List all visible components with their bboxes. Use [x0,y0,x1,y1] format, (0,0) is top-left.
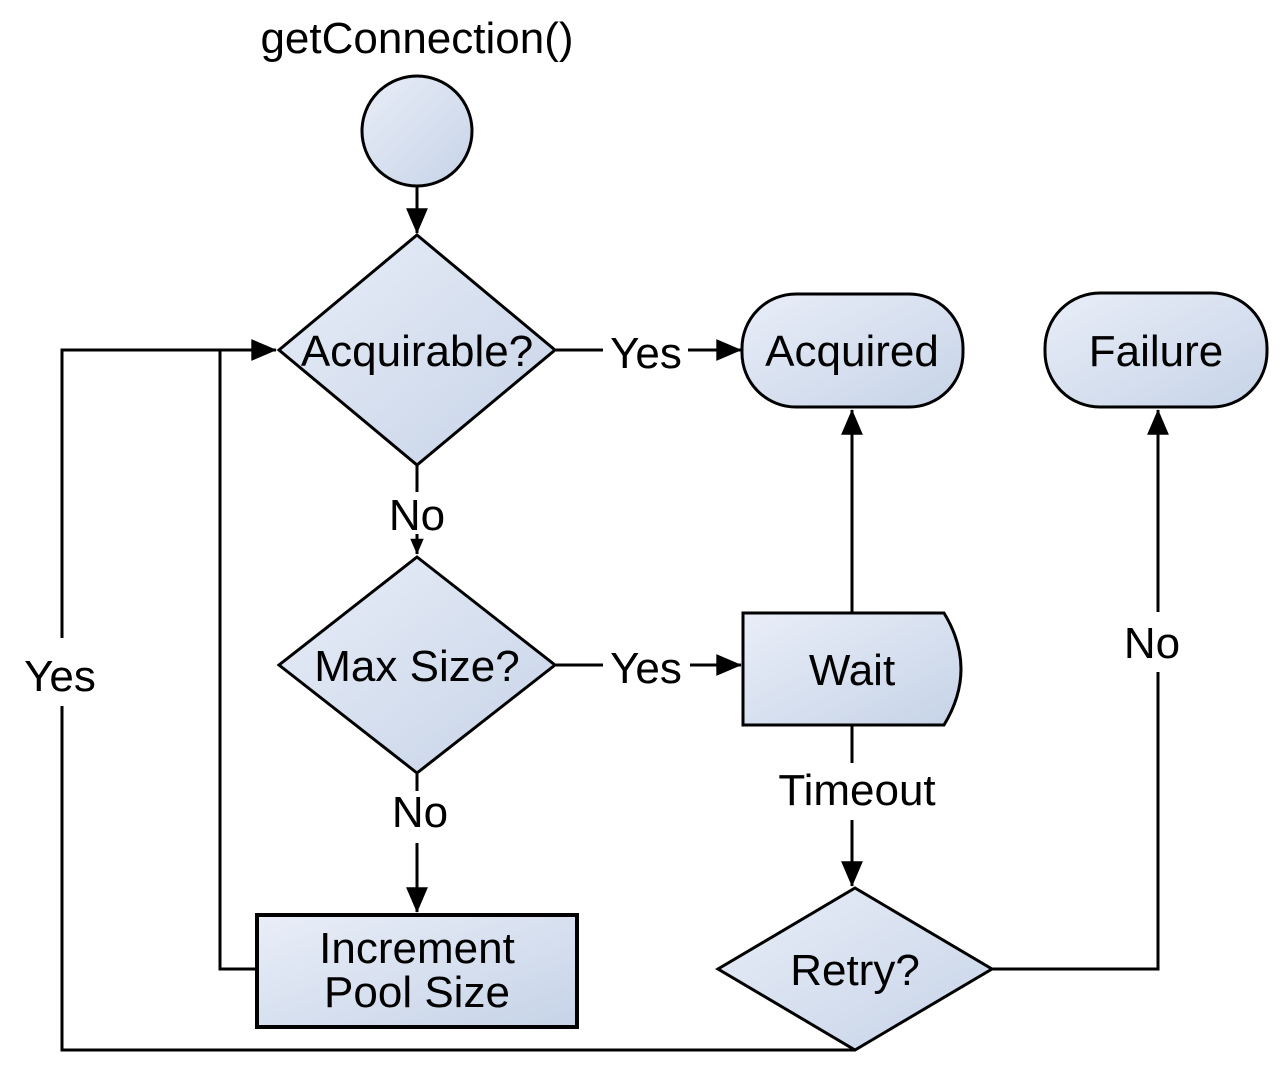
retry-no-edge-label: No [1124,619,1180,668]
wait-label: Wait [809,646,895,695]
acquirable-yes-edge-label: Yes [610,329,682,378]
edges [60,187,1169,1052]
acquired-terminator-node [740,292,965,409]
maxsize-yes-edge-label: Yes [610,644,682,693]
acquirable-decision-node [276,233,558,467]
retry-label: Retry? [790,946,920,995]
edge-retry-yes-arrow [60,339,277,638]
timeout-edge-label: Timeout [778,766,935,815]
edge-retry-yes-bottom-segment [60,706,855,1052]
diagram-title: getConnection() [260,14,573,63]
nodes [255,74,1269,1052]
start-node [360,74,474,188]
retry-decision-node [715,886,995,1052]
edge-retry-no-segment [992,672,1160,971]
acquirable-label: Acquirable? [301,327,533,376]
labels: getConnection() Acquirable? Acquired Fai… [24,14,1223,1017]
maxsize-no-edge-label: No [392,788,448,837]
increment-label-line2: Pool Size [324,968,510,1017]
failure-terminator-node [1043,291,1269,409]
wait-delay-node [741,611,963,727]
increment-process-node [255,913,579,1029]
retry-yes-edge-label: Yes [24,652,96,701]
increment-label-line1: Increment [319,924,515,973]
acquired-label: Acquired [765,327,939,376]
maxsize-decision-node [276,555,558,775]
acquirable-no-edge-label: No [389,491,445,540]
edge-increment-to-acquirable [218,351,257,971]
maxsize-label: Max Size? [314,642,519,691]
failure-label: Failure [1089,327,1224,376]
